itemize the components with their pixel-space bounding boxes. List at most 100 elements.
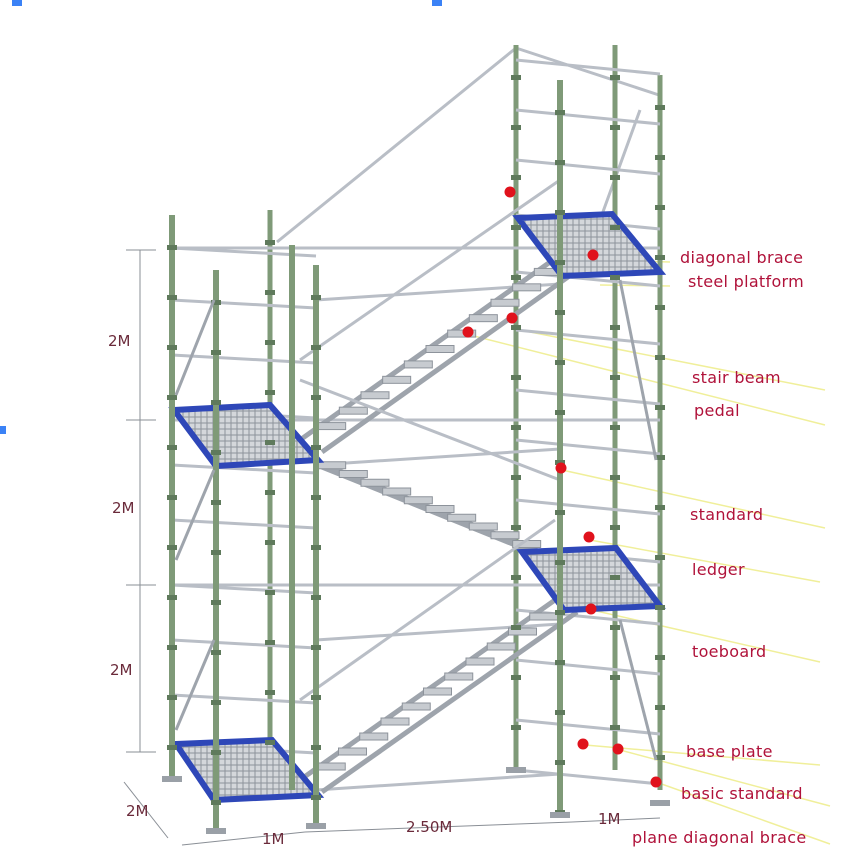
ledger-right bbox=[515, 498, 661, 516]
coupler bbox=[555, 110, 565, 115]
coupler bbox=[167, 695, 177, 700]
coupler bbox=[511, 425, 521, 430]
coupler bbox=[555, 560, 565, 565]
coupler bbox=[610, 75, 620, 80]
height-dim-bottom: 2M bbox=[110, 661, 133, 679]
coupler bbox=[511, 675, 521, 680]
coupler bbox=[555, 260, 565, 265]
stair-pedal bbox=[316, 762, 346, 771]
coupler bbox=[655, 205, 665, 210]
selection-handle-top-center[interactable] bbox=[432, 0, 442, 6]
coupler bbox=[511, 375, 521, 380]
stair-pedal bbox=[382, 375, 412, 384]
label-toeboard: toeboard bbox=[692, 642, 767, 661]
height-dim-top: 2M bbox=[108, 332, 131, 350]
coupler bbox=[511, 75, 521, 80]
coupler bbox=[265, 340, 275, 345]
coupler bbox=[211, 400, 221, 405]
label-ledger: ledger bbox=[692, 560, 745, 579]
coupler bbox=[610, 425, 620, 430]
coupler bbox=[265, 440, 275, 445]
label-plane-diagonal-brace: plane diagonal brace bbox=[632, 828, 806, 847]
stair-handrail bbox=[299, 178, 561, 362]
coupler bbox=[555, 660, 565, 665]
label-steel-platform: steel platform bbox=[688, 272, 804, 291]
coupler bbox=[511, 525, 521, 530]
coupler bbox=[511, 225, 521, 230]
coupler bbox=[655, 755, 665, 760]
stair-pedal bbox=[447, 329, 477, 338]
stair-pedal bbox=[465, 657, 495, 666]
base-dimension-lines bbox=[123, 781, 661, 846]
coupler bbox=[610, 125, 620, 130]
coupler bbox=[167, 345, 177, 350]
rear-standards bbox=[267, 45, 663, 790]
coupler bbox=[265, 240, 275, 245]
stair-handrail bbox=[299, 378, 561, 482]
coupler bbox=[655, 355, 665, 360]
component-markers bbox=[462, 186, 662, 788]
stair-pedal bbox=[425, 505, 455, 513]
ledger-long bbox=[315, 772, 561, 792]
stair-beam bbox=[320, 609, 579, 795]
label-standard: standard bbox=[690, 505, 763, 524]
coupler bbox=[610, 625, 620, 630]
stair-pedal bbox=[529, 612, 559, 621]
coupler bbox=[265, 490, 275, 495]
coupler bbox=[167, 545, 177, 550]
coupler bbox=[511, 625, 521, 630]
coupler bbox=[655, 405, 665, 410]
coupler bbox=[655, 305, 665, 310]
coupler bbox=[610, 675, 620, 680]
coupler bbox=[610, 225, 620, 230]
ledger-right bbox=[515, 718, 661, 736]
coupler bbox=[311, 395, 321, 400]
coupler bbox=[655, 605, 665, 610]
coupler bbox=[555, 460, 565, 465]
coupler bbox=[655, 505, 665, 510]
label-basic-standard: basic standard bbox=[681, 784, 803, 803]
label-stair-beam: stair beam bbox=[692, 368, 781, 387]
coupler bbox=[655, 155, 665, 160]
stair-pedal bbox=[338, 747, 367, 756]
coupler bbox=[167, 595, 177, 600]
base-plates bbox=[162, 767, 670, 834]
coupler bbox=[610, 575, 620, 580]
coupler bbox=[265, 640, 275, 645]
stair-pedal bbox=[468, 314, 498, 323]
coupler bbox=[555, 160, 565, 165]
coupler bbox=[211, 450, 221, 455]
coupler bbox=[655, 555, 665, 560]
selection-handle-left-middle[interactable] bbox=[0, 426, 6, 434]
height-dimension-line bbox=[126, 249, 156, 753]
coupler bbox=[511, 275, 521, 280]
coupler bbox=[555, 760, 565, 765]
coupler bbox=[311, 595, 321, 600]
coupler bbox=[211, 650, 221, 655]
top-diagonal-braces bbox=[276, 46, 663, 244]
ledger-right bbox=[515, 768, 661, 786]
selection-handle-top-left[interactable] bbox=[12, 0, 22, 6]
width-left-dim: 1M bbox=[262, 830, 285, 848]
coupler bbox=[265, 390, 275, 395]
stair-pedal bbox=[403, 496, 433, 505]
coupler bbox=[311, 295, 321, 300]
ledger-right bbox=[515, 108, 661, 126]
stair-pedal bbox=[447, 513, 477, 522]
coupler bbox=[167, 245, 177, 250]
ledger-long bbox=[315, 447, 561, 467]
coupler bbox=[511, 475, 521, 480]
coupler bbox=[211, 700, 221, 705]
coupler bbox=[211, 800, 221, 805]
coupler bbox=[555, 710, 565, 715]
label-pedal: pedal bbox=[694, 401, 740, 420]
stair-pedal bbox=[486, 642, 516, 651]
coupler bbox=[610, 475, 620, 480]
stair-pedal bbox=[490, 298, 520, 307]
stair-pedal bbox=[382, 487, 412, 496]
stair-pedal bbox=[490, 531, 520, 540]
height-dim-middle: 2M bbox=[112, 499, 135, 517]
coupler bbox=[555, 410, 565, 415]
stair-pedal bbox=[423, 687, 452, 696]
stair-pedal bbox=[401, 702, 431, 711]
